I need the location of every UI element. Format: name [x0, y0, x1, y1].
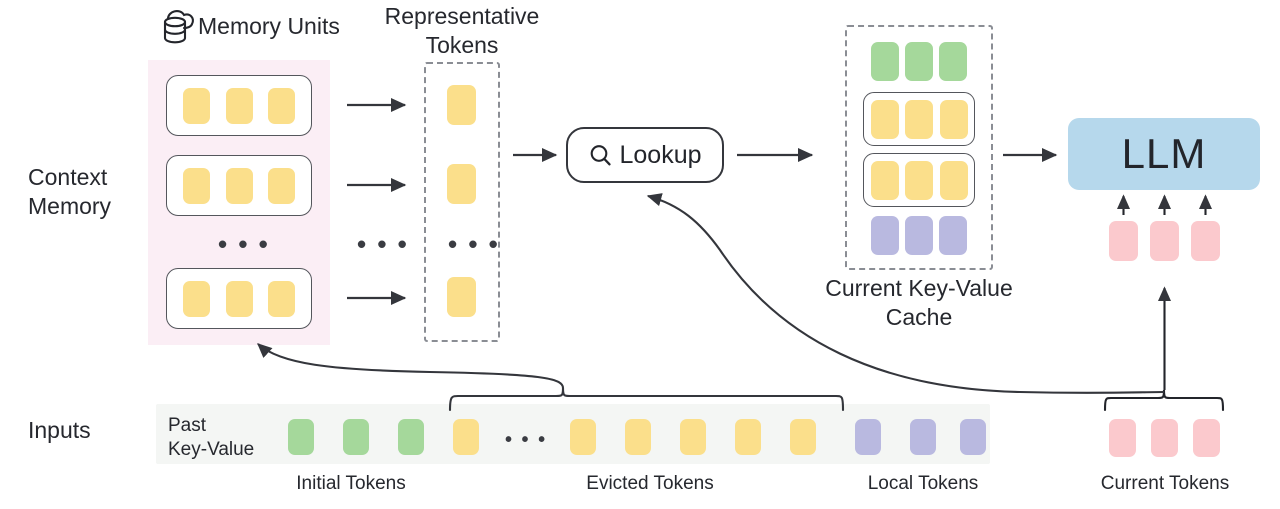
cloud-database-icon	[156, 5, 198, 54]
kv-retrieved-token	[939, 99, 968, 139]
input-current-token	[1151, 419, 1178, 457]
memory-unit-2[interactable]	[166, 155, 312, 216]
kv-initial-token	[939, 42, 967, 81]
input-current-token	[1193, 419, 1220, 457]
llm-input-token	[1109, 221, 1138, 261]
representative-tokens-ellipsis: • • •	[448, 229, 500, 259]
kv-retrieved-token	[939, 160, 968, 200]
representative-token-n	[447, 277, 476, 317]
memory-units-label: Memory Units	[198, 13, 340, 39]
memory-token	[268, 87, 296, 124]
kv-retrieved-token	[905, 160, 933, 200]
input-initial-token	[288, 419, 314, 455]
llm-input-token	[1191, 221, 1220, 261]
representative-token-1	[447, 85, 476, 125]
memory-token	[268, 280, 296, 317]
inputs-row-label: Inputs	[28, 417, 91, 443]
kv-retrieved-token	[905, 99, 933, 139]
current-kv-cache-caption: Current Key-Value Cache	[825, 275, 1013, 330]
input-current-token	[1109, 419, 1136, 457]
memory-units-ellipsis: • • •	[218, 229, 270, 259]
kv-initial-token	[905, 42, 933, 81]
input-evicted-token	[735, 419, 761, 455]
memory-token	[225, 87, 253, 124]
input-evicted-token	[790, 419, 816, 455]
search-icon	[588, 143, 613, 168]
input-local-token	[910, 419, 936, 455]
llm-label: LLM	[1121, 130, 1207, 177]
kv-local-token	[905, 216, 933, 255]
evicted-tokens-caption: Evicted Tokens	[586, 473, 714, 494]
input-local-token	[855, 419, 881, 455]
representative-token-2	[447, 164, 476, 204]
context-memory-row-label: Context Memory	[28, 164, 112, 219]
input-initial-token	[398, 419, 424, 455]
representative-tokens-box	[424, 62, 500, 342]
input-evicted-token	[570, 419, 596, 455]
kv-retrieved-group-2[interactable]	[863, 153, 975, 207]
representative-tokens-label: Representative Tokens	[384, 3, 540, 58]
memory-token	[182, 167, 210, 204]
kv-retrieved-group-1[interactable]	[863, 92, 975, 146]
kv-initial-token	[871, 42, 899, 81]
arrow-column-ellipsis: • • •	[357, 229, 409, 259]
input-initial-token	[343, 419, 369, 455]
kv-local-token	[871, 216, 899, 255]
memory-token	[182, 87, 210, 124]
memory-token	[268, 167, 296, 204]
memory-token	[225, 280, 253, 317]
memory-token	[225, 167, 253, 204]
memory-unit-n[interactable]	[166, 268, 312, 329]
kv-local-token	[939, 216, 967, 255]
lookup-button[interactable]: Lookup	[566, 127, 724, 183]
initial-tokens-caption: Initial Tokens	[296, 473, 406, 494]
kv-retrieved-token	[870, 160, 899, 200]
input-tokens-ellipsis: • • •	[505, 429, 548, 451]
memory-token	[182, 280, 210, 317]
lookup-label: Lookup	[619, 140, 702, 169]
memory-unit-1[interactable]	[166, 75, 312, 136]
input-evicted-token	[625, 419, 651, 455]
input-evicted-token	[680, 419, 706, 455]
current-tokens-caption: Current Tokens	[1100, 473, 1230, 494]
input-evicted-token	[453, 419, 479, 455]
input-local-token	[960, 419, 986, 455]
llm-input-token	[1150, 221, 1179, 261]
llm-block[interactable]: LLM	[1068, 118, 1260, 190]
kv-retrieved-token	[870, 99, 899, 139]
local-tokens-caption: Local Tokens	[867, 473, 979, 494]
past-key-value-label: Past Key-Value	[168, 415, 255, 460]
